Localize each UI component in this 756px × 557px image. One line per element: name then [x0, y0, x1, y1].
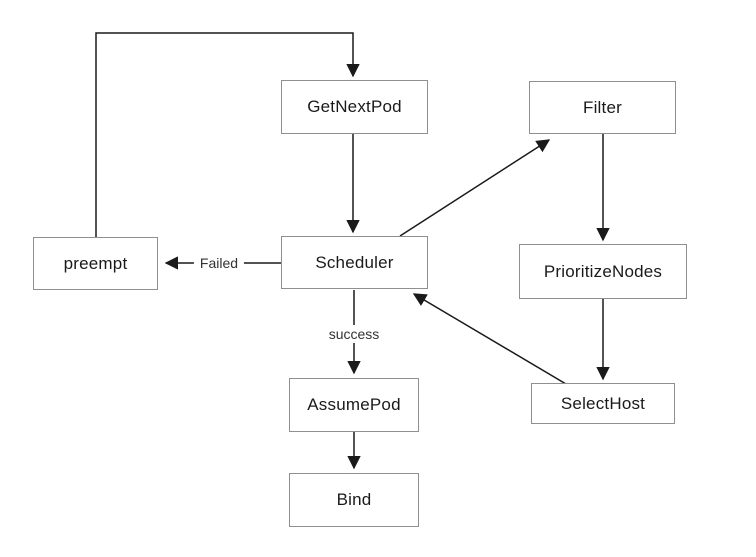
- edge-label-failed: Failed: [193, 254, 245, 272]
- node-scheduler: Scheduler: [281, 236, 428, 289]
- edge-preempt-to-getnextpod: [95, 32, 360, 237]
- node-filter-label: Filter: [583, 97, 622, 117]
- edge-scheduler-to-filter: [399, 139, 551, 237]
- edge-label-success: success: [322, 325, 386, 343]
- node-filter: Filter: [529, 81, 676, 134]
- node-preempt: preempt: [33, 237, 158, 290]
- node-bind: Bind: [289, 473, 419, 527]
- edge-selecthost-to-scheduler: [412, 293, 567, 385]
- node-preempt-label: preempt: [63, 253, 128, 273]
- node-prioritize-nodes: PrioritizeNodes: [519, 244, 687, 299]
- node-get-next-pod: GetNextPod: [281, 80, 428, 134]
- node-select-host: SelectHost: [531, 383, 675, 424]
- node-bind-label: Bind: [336, 490, 372, 509]
- node-prioritize-nodes-label: PrioritizeNodes: [543, 261, 663, 281]
- node-get-next-pod-label: GetNextPod: [307, 97, 402, 116]
- node-scheduler-label: Scheduler: [315, 252, 394, 272]
- node-assume-pod: AssumePod: [289, 378, 419, 432]
- node-assume-pod-label: AssumePod: [307, 395, 401, 414]
- node-select-host-label: SelectHost: [560, 393, 646, 413]
